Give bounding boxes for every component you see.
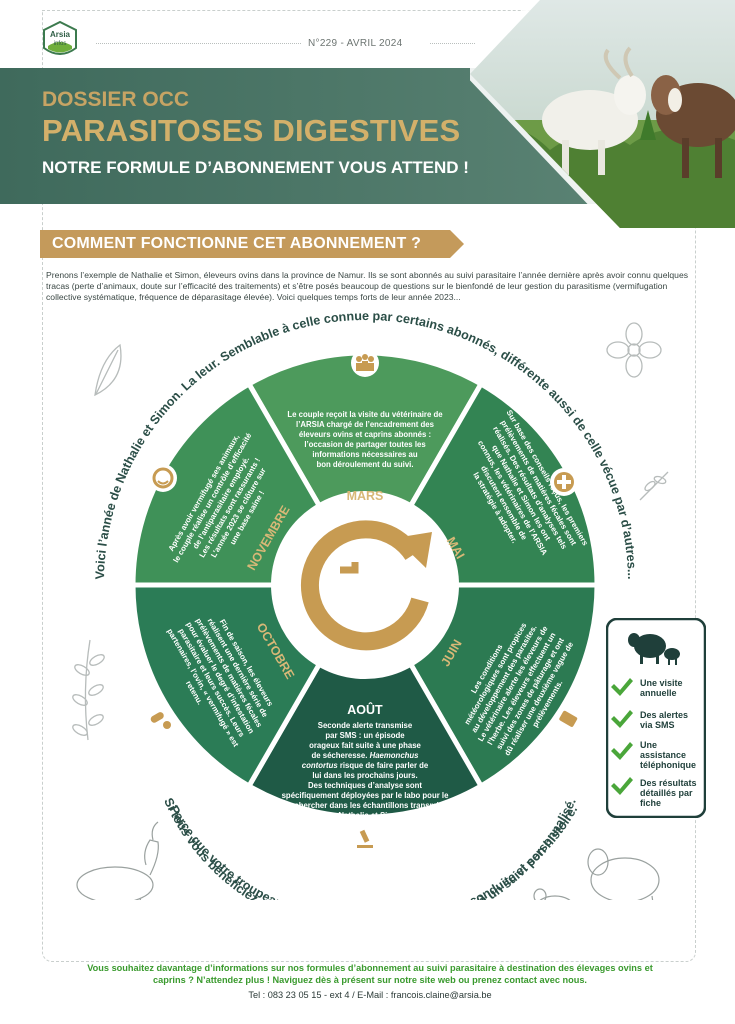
page-title: PARASITOSES DIGESTIVES xyxy=(42,113,461,148)
feature-visit: Une visite annuelle xyxy=(640,678,683,698)
svg-text:l’occasion de partager toutes: l’occasion de partager toutes les xyxy=(304,440,426,449)
dossier-kicker: DOSSIER OCC xyxy=(42,88,190,111)
segment-aout-text: Seconde alerte transmise par SMS : un ép… xyxy=(282,721,449,820)
segment-juin-text: Les conditions météorologiques sont prop… xyxy=(463,621,576,757)
header-rule xyxy=(430,43,475,44)
issue-number: N°229 - AVRIL 2024 xyxy=(308,38,403,49)
flower-doodle-icon xyxy=(606,322,662,378)
pills-icon xyxy=(146,706,174,734)
section-ribbon xyxy=(40,230,464,258)
svg-text:Des techniques d’analyse sont: Des techniques d’analyse sont xyxy=(308,781,422,790)
refresh-cycle-icon xyxy=(300,520,432,651)
check-icons xyxy=(611,678,633,795)
svg-text:orageux fait suite à une phase: orageux fait suite à une phase xyxy=(309,741,421,750)
svg-text:par SMS : un épisode: par SMS : un épisode xyxy=(325,731,405,740)
check-icon xyxy=(611,777,633,795)
svg-text:Le couple reçoit la visite du: Le couple reçoit la visite du vétérinair… xyxy=(287,410,443,419)
svg-text:éleveurs ovins et caprins abon: éleveurs ovins et caprins abonnés : xyxy=(299,430,431,439)
segment-mars-text: Le couple reçoit la visite du vétérinair… xyxy=(287,410,443,469)
svg-text:informations nécessaires au: informations nécessaires au xyxy=(312,450,418,459)
section-title: COMMENT FONCTIONNE CET ABONNEMENT ? xyxy=(52,235,422,252)
goat-sketch-icon xyxy=(76,821,159,900)
footer-cta: Vous souhaitez davantage d’informations … xyxy=(40,962,700,986)
arsia-logo: Arsia infos xyxy=(43,20,77,55)
feature-phone: Une assistance téléphonique xyxy=(640,740,696,770)
svg-text:par Nathalie et Simon.: par Nathalie et Simon. xyxy=(324,811,406,820)
segment-aout xyxy=(245,579,485,820)
plus-cross-icon xyxy=(550,468,578,496)
month-label-mars: MARS xyxy=(347,489,384,503)
svg-text:contortus risque de faire parl: contortus risque de faire parler de xyxy=(302,761,429,770)
header-rule xyxy=(96,43,301,44)
svg-text:lui dans les prochains jours.: lui dans les prochains jours. xyxy=(312,771,417,780)
fern-doodle-icon xyxy=(72,639,105,741)
year-wheel: Voici l’année de Nathalie et Simon. La l… xyxy=(72,309,669,900)
goats-photo xyxy=(470,0,735,228)
month-label-aout: AOÛT xyxy=(347,702,383,717)
svg-text:Seconde alerte transmise: Seconde alerte transmise xyxy=(318,721,413,730)
wheel-center xyxy=(271,491,459,679)
svg-text:l’ARSIA chargé de l’encadremen: l’ARSIA chargé de l’encadrement des xyxy=(296,420,435,429)
check-icon xyxy=(611,710,633,728)
svg-text:spécifiquement déployées par l: spécifiquement déployées par le labo pou… xyxy=(282,791,449,800)
svg-text:bon déroulement du suivi.: bon déroulement du suivi. xyxy=(316,460,413,469)
people-icon xyxy=(351,349,379,377)
sprig-doodle-icon xyxy=(639,471,669,501)
svg-text:Arsia: Arsia xyxy=(50,30,71,39)
leaf-doodle-icon xyxy=(94,343,122,397)
footer-contact[interactable]: Tel : 083 23 05 15 - ext 4 / E-Mail : fr… xyxy=(248,990,492,1000)
check-icon xyxy=(611,742,633,760)
intro-paragraph: Prenons l’exemple de Nathalie et Simon, … xyxy=(46,270,689,302)
feature-sms: Des alertes via SMS xyxy=(640,710,689,730)
feature-results: Des résultats détaillés par fiche xyxy=(640,778,697,808)
smile-icon xyxy=(149,464,177,492)
footer-cta-line-1: Vous souhaitez davantage d’informations … xyxy=(87,963,653,973)
page-subtitle: NOTRE FORMULE D’ABONNEMENT VOUS ATTEND ! xyxy=(42,158,469,177)
svg-text:de sécheresse. Haemonchus: de sécheresse. Haemonchus xyxy=(311,751,419,760)
sheep-icon xyxy=(628,633,680,665)
features-panel xyxy=(606,618,706,818)
check-icon xyxy=(611,678,633,696)
footer-cta-line-2: caprins ? N’attendez plus ! Naviguez dès… xyxy=(153,975,587,985)
phone-icon xyxy=(553,707,581,735)
svg-text:infos: infos xyxy=(54,41,67,47)
microscope-icon xyxy=(351,826,379,854)
sheep-sketch-icon xyxy=(533,848,660,900)
svg-text:rechercher dans les échantillo: rechercher dans les échantillons transmi… xyxy=(287,801,444,810)
